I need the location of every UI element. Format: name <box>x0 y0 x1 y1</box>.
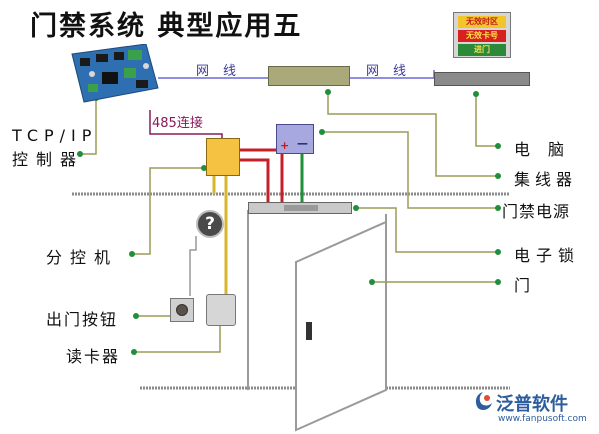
red-wire-3 <box>280 150 290 206</box>
pointer-reader <box>134 326 221 353</box>
pointer-computer <box>475 94 498 147</box>
brand-logo-icon <box>475 392 492 411</box>
tcpip-controller-board <box>71 44 159 103</box>
screen-line-1: 无效时区 <box>458 16 506 28</box>
dot-hub <box>325 89 331 95</box>
dot-lock-end <box>495 249 501 255</box>
brand-url: www.fanpusoft.com <box>498 414 587 424</box>
network-label-left: 网线 <box>196 64 251 79</box>
screen-line-3: 进门 <box>458 44 506 56</box>
minus-terminal: — <box>297 137 308 150</box>
label-tcpip: TCP/IP <box>12 126 98 145</box>
computer-base <box>434 72 530 86</box>
rs485-label: 485连接 <box>152 116 203 131</box>
label-door: 门 <box>514 276 539 295</box>
dot-computer-end <box>495 143 501 149</box>
dot-computer <box>473 91 479 97</box>
sub-controller-box <box>206 138 240 176</box>
pointer-subcontroller <box>132 167 204 255</box>
dot-power <box>319 129 325 135</box>
dot-hub-end <box>495 173 501 179</box>
label-electronic-lock: 电子锁 <box>514 246 581 265</box>
label-exit-button: 出门按钮 <box>46 310 119 329</box>
pointer-power <box>322 131 498 209</box>
computer-monitor: 无效时区 无效卡号 进门 <box>453 12 511 58</box>
dot-lock <box>353 205 359 211</box>
door-panel <box>295 220 387 432</box>
plus-terminal: + <box>280 139 290 152</box>
label-sub-controller: 分控机 <box>46 248 119 267</box>
dot-subcontroller <box>201 165 207 171</box>
label-card-reader: 读卡器 <box>66 347 121 366</box>
exit-button-device <box>170 298 194 322</box>
power-supply-box: + — <box>276 124 314 154</box>
pointer-lock <box>356 207 498 253</box>
exit-button-wire <box>189 236 197 296</box>
brand-name: 泛普软件 <box>496 394 568 415</box>
pointer-tcp <box>80 98 97 155</box>
dot-door-end <box>495 279 501 285</box>
dot-tcp-end <box>77 151 83 157</box>
dot-power-end <box>495 205 501 211</box>
network-label-right: 网线 <box>366 64 421 79</box>
label-power-supply: 门禁电源 <box>502 202 571 221</box>
network-hub <box>268 66 350 86</box>
rs485-line <box>149 110 223 138</box>
dot-subcontroller-end <box>129 251 135 257</box>
help-icon: ? <box>196 210 224 238</box>
lock-armature <box>284 205 318 211</box>
card-reader-device <box>206 294 236 326</box>
red-wire-2 <box>240 158 270 206</box>
label-computer: 电脑 <box>514 140 583 159</box>
page-title: 门禁系统 典型应用五 <box>30 11 303 42</box>
label-hub: 集线器 <box>514 170 578 189</box>
pointer-hub <box>327 94 498 177</box>
label-controller: 控制器 <box>12 150 85 169</box>
dot-door <box>369 279 375 285</box>
screen-line-2: 无效卡号 <box>458 30 506 42</box>
dot-reader <box>131 349 137 355</box>
dot-exit <box>133 313 139 319</box>
door-handle <box>306 322 312 340</box>
exit-button-knob <box>176 304 188 316</box>
